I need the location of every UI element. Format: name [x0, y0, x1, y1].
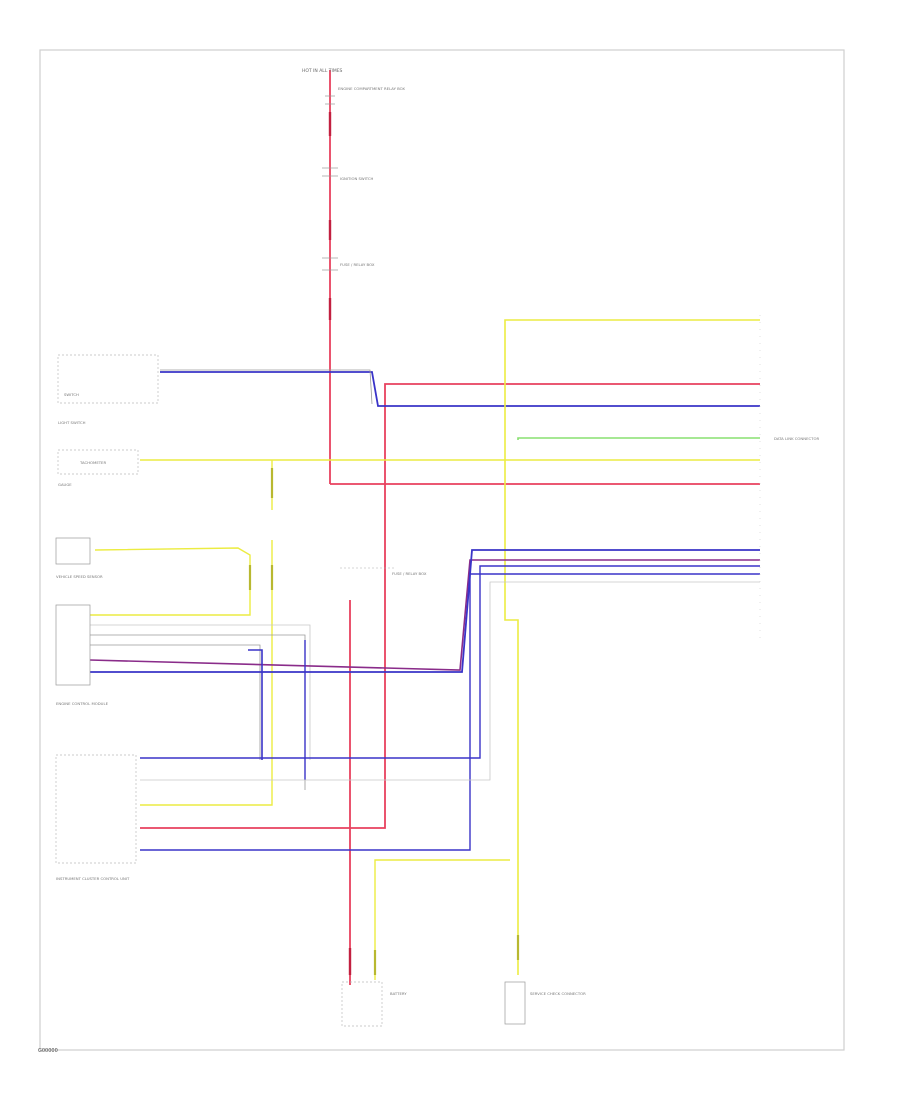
component-label: FUSE / RELAY BOX — [392, 571, 427, 576]
wire-blue-ecm-2 — [248, 649, 263, 760]
component-box — [55, 604, 91, 686]
wire-purple-ecm — [89, 559, 760, 671]
component-box — [504, 981, 526, 1025]
component-battery: BATTERY — [341, 981, 407, 1027]
wire-blue-bundle-2 — [140, 573, 760, 851]
component-service-check-connector: SERVICE CHECK CONNECTOR — [504, 981, 586, 1025]
fuse2-symbol — [322, 257, 338, 271]
wire-yellow-vss — [90, 547, 251, 616]
top-source-label: HOT IN ALL TIMES — [302, 68, 343, 74]
component-sub-label: GAUGE — [58, 482, 72, 487]
component-box — [341, 981, 383, 1027]
component-label: VEHICLE SPEED SENSOR — [56, 574, 103, 579]
component-label: TACHOMETER — [79, 460, 106, 465]
component-label: INSTRUMENT CLUSTER CONTROL UNIT — [56, 876, 130, 881]
wire-yellow-bottom — [374, 859, 510, 980]
fuse1-symbol — [322, 167, 338, 177]
wire-red-main — [329, 70, 760, 485]
wire-blue-top — [160, 371, 760, 407]
component-light-switch: SWITCH LIGHT SWITCH — [57, 354, 159, 425]
fuse1-label: IGNITION SWITCH — [340, 176, 374, 181]
footer-code: G00000 — [38, 1048, 58, 1054]
component-vehicle-speed-sensor: VEHICLE SPEED SENSOR — [55, 537, 103, 579]
top-fuse-symbol — [325, 95, 335, 105]
wire-gray-ecm2 — [90, 634, 306, 790]
component-box — [57, 449, 139, 475]
component-tachometer: TACHOMETER GAUGE — [57, 449, 139, 487]
component-center-relay: FUSE / RELAY BOX — [340, 567, 427, 576]
yellow-connector-markers — [248, 468, 520, 975]
wire-gray-ecm1 — [90, 624, 311, 760]
component-label: BATTERY — [390, 991, 407, 996]
component-label: SERVICE CHECK CONNECTOR — [530, 991, 586, 996]
wire-red-branch — [140, 383, 760, 985]
wire-gray-ecm3 — [90, 644, 261, 760]
component-label: ENGINE CONTROL MODULE — [56, 701, 109, 706]
wire-green — [517, 437, 760, 440]
diagram-border — [39, 49, 845, 1051]
component-box — [57, 354, 159, 404]
wire-blue-bundle-1 — [140, 565, 760, 759]
component-sub-label: LIGHT SWITCH — [58, 420, 86, 425]
wire-gray-top — [160, 369, 373, 405]
component-data-link-connector: DATA LINK CONNECTOR — [759, 315, 819, 640]
red-connector-markers — [328, 112, 352, 975]
wire-yellow-right — [504, 319, 760, 975]
component-box — [55, 754, 137, 864]
wire-yellow-vss-b — [140, 540, 273, 806]
wires — [89, 70, 760, 985]
fuse2-label: FUSE / RELAY BOX — [340, 262, 375, 267]
wire-blue-ecm — [90, 549, 760, 673]
wire-gray-bundle-3 — [140, 581, 760, 781]
top-fuse-box-label: ENGINE COMPARTMENT RELAY BOX — [338, 86, 405, 91]
component-label: SWITCH — [64, 392, 79, 397]
component-instrument-cluster: INSTRUMENT CLUSTER CONTROL UNIT — [55, 754, 137, 881]
component-ecm: ENGINE CONTROL MODULE — [55, 604, 109, 706]
component-label: DATA LINK CONNECTOR — [774, 436, 819, 441]
component-box — [55, 537, 91, 565]
wire-segment — [140, 383, 760, 829]
